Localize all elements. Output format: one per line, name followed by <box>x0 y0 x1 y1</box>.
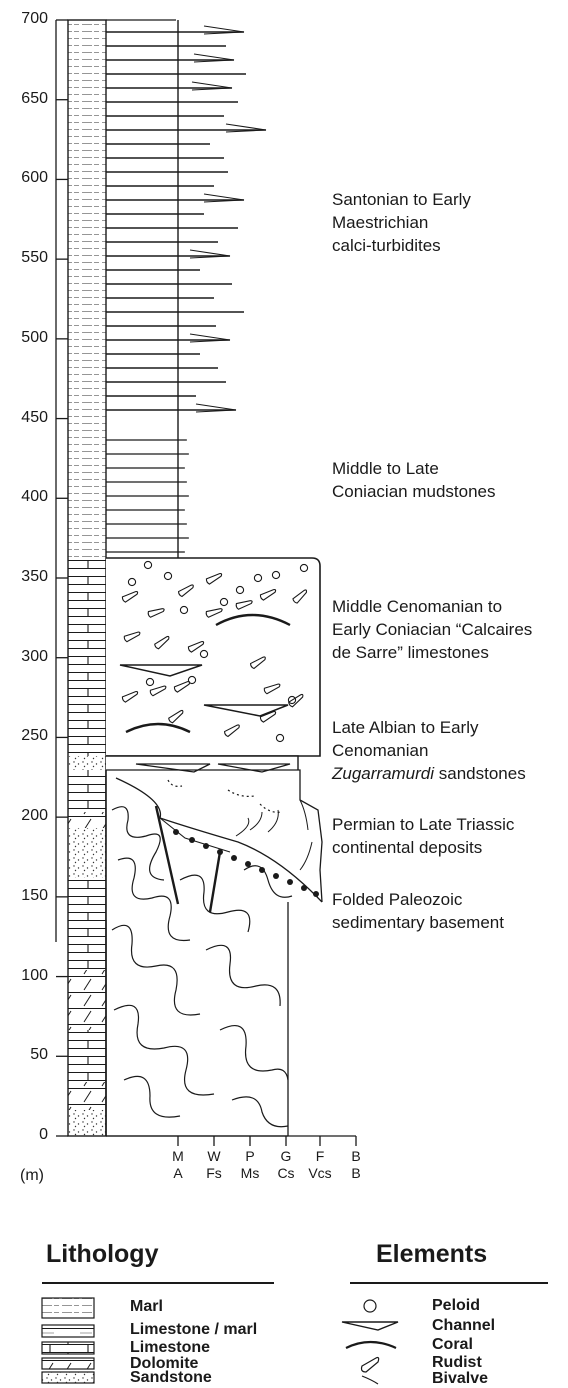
legend-limestone-swatch <box>42 1342 94 1354</box>
legend-label-limestone-marl: Limestone / marl <box>130 1321 257 1339</box>
legend-label-peloid: Peloid <box>432 1297 480 1315</box>
peloid-icon <box>364 1300 376 1312</box>
legend-marl-swatch <box>42 1298 94 1318</box>
legend-label-coral: Coral <box>432 1336 473 1354</box>
legend-label-bivalve: Bivalve <box>432 1370 488 1388</box>
coral-icon <box>346 1342 396 1348</box>
channel-icon <box>342 1322 398 1330</box>
legend-sandstone-swatch <box>42 1372 94 1383</box>
legend-limestone-marl-swatch <box>42 1325 94 1337</box>
legend-dolomite-swatch <box>42 1358 94 1369</box>
legend-label-sandstone: Sandstone <box>130 1369 212 1387</box>
rudist-icon <box>362 1358 379 1373</box>
bivalve-icon <box>362 1376 378 1384</box>
legend-label-marl: Marl <box>130 1298 163 1316</box>
legend-label-channel: Channel <box>432 1317 495 1335</box>
